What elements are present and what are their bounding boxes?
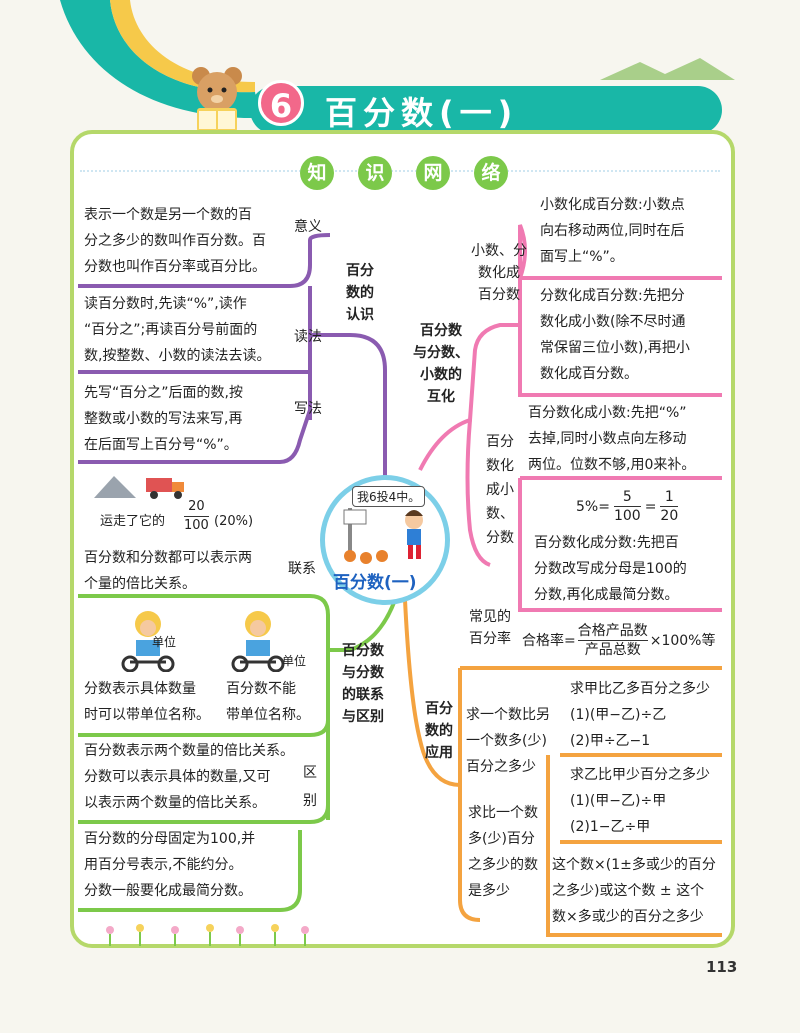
apply-branch-label: 百分数的应用: [425, 701, 453, 761]
write-label: 写法: [294, 401, 322, 417]
keyword-badge: 知: [300, 156, 334, 190]
keyword-badge: 络: [474, 156, 508, 190]
truck-caption-left: 运走了它的: [100, 514, 166, 529]
percent-unit-text: 百分数不能带单位名称。: [226, 681, 310, 723]
chapter-title: 百分数(一): [325, 94, 519, 132]
than-label: 求比一个数多(少)百分之多少的数是多少: [468, 805, 538, 899]
more-label: 求一个数比另一个数多(少)百分之多少: [466, 707, 550, 775]
diff-text-1: 百分数表示两个数量的倍比关系。分数可以表示具体的数量,又可以表示两个数量的倍比关…: [84, 743, 294, 811]
pct-to-dec-text: 百分数化成小数:先把“%”去掉,同时小数点向左移动两位。位数不够,用0来补。: [528, 405, 696, 473]
relation-branch-label: 百分数与分数的联系与区别: [342, 643, 384, 725]
recognize-branch-label: 百分数的认识: [346, 263, 374, 323]
meaning-text: 表示一个数是另一个数的百分之多少的数叫作百分数。百分数也叫作百分率或百分比。: [84, 207, 266, 275]
read-text: 读百分数时,先读“%”,读作“百分之”;再读百分号前面的数,按整数、小数的读法去…: [84, 296, 271, 364]
diff-text-2: 百分数的分母固定为100,并用百分号表示,不能约分。分数一般要化成最简分数。: [84, 831, 256, 899]
dec-to-pct-label: 小数、分数化成百分数: [471, 243, 527, 303]
speech-bubble: 我6投4中。: [352, 486, 426, 507]
gravel-truck-icon: [94, 476, 184, 499]
less-text: 求乙比甲少百分之多少(1)(甲−乙)÷甲(2)1−乙÷甲: [570, 767, 710, 835]
diff-label: 区别: [303, 765, 317, 809]
keyword-badge: 网: [416, 156, 450, 190]
write-text: 先写“百分之”后面的数,按整数或小数的写法来写,再在后面写上百分号“%”。: [84, 385, 243, 453]
meaning-label: 意义: [294, 219, 322, 235]
keyword-badge: 识: [358, 156, 392, 190]
unit-tag-left: 单位: [152, 635, 177, 649]
fraction-20-100: 20 100: [184, 499, 209, 533]
link-text: 百分数和分数都可以表示两个量的倍比关系。: [84, 550, 252, 592]
basketball-kid-icon: [343, 508, 423, 564]
chapter-number: 6: [258, 80, 304, 126]
dec-to-pct-text: 小数化成百分数:小数点向右移动两位,同时在后面写上“%”。: [540, 197, 685, 265]
title-banner: [250, 86, 722, 134]
bear-reading-icon: [192, 67, 242, 132]
scooter-kid-right-icon: [231, 611, 285, 672]
page-number: 113: [706, 958, 738, 976]
convert-branch-label: 百分数与分数、小数的互化: [413, 323, 469, 405]
rate-label: 常见的百分率: [469, 609, 511, 647]
fraction-unit-text: 分数表示具体数量时可以带单位名称。: [84, 681, 210, 723]
truck-caption-right: (20%): [214, 514, 254, 529]
decorative-band: [60, 0, 735, 119]
dotted-divider: [80, 170, 720, 172]
unit-tag-right: 单位: [282, 654, 307, 668]
scooter-kid-left-icon: [121, 611, 175, 672]
link-label: 联系: [288, 561, 316, 577]
flowers-decoration: [106, 924, 309, 946]
section-keywords: 知识网络: [300, 156, 532, 190]
than-text: 这个数×(1±多或少的百分之多少)或这个数 ± 这个数×多或少的百分之多少: [552, 857, 716, 925]
pct-to-frac-text: 百分数化成分数:先把百分数改写成分母是100的分数,再化成最简分数。: [534, 535, 687, 603]
frac-to-pct-text: 分数化成百分数:先把分数化成小数(除不尽时通常保留三位小数),再把小数化成百分数…: [540, 288, 690, 382]
read-label: 读法: [294, 329, 322, 345]
pass-rate-formula: 合格率= 合格产品数产品总数 ×100%等: [522, 623, 716, 658]
pct-to-dec-label: 百分数化成小数、分数: [486, 434, 514, 546]
center-title: 百分数(一): [333, 573, 417, 593]
more-text: 求甲比乙多百分之多少(1)(甲−乙)÷乙(2)甲÷乙−1: [570, 681, 710, 749]
